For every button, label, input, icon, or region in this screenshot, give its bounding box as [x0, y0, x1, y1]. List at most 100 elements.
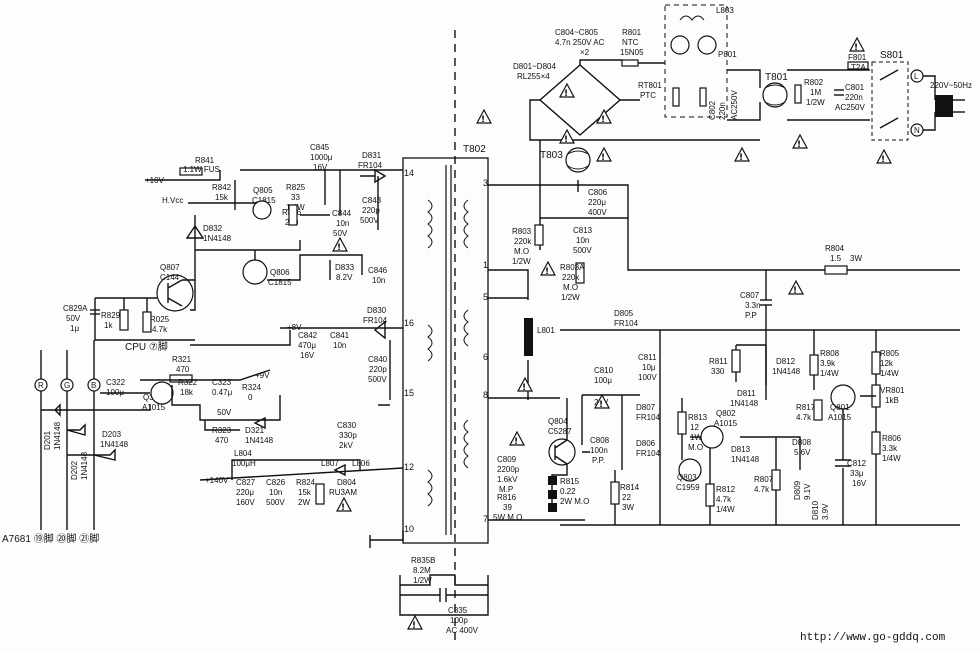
pin-10: 10: [404, 524, 414, 534]
q807-value: C144: [160, 273, 180, 282]
rt801-type: PTC: [640, 91, 656, 100]
d808-value: 5.6V: [794, 448, 811, 457]
r804-resistor: [824, 265, 848, 275]
r805-label: R805: [880, 349, 900, 358]
c830-voltage: 2kV: [339, 441, 353, 450]
r025-label: R025: [150, 315, 170, 324]
f801-fuse: [847, 61, 869, 70]
mains-input-section: L803 P801 C804~C805 4.7n 250V AC ×2 R801…: [513, 4, 972, 141]
r-label: R: [38, 381, 44, 390]
c826-value: 10n: [269, 488, 282, 497]
c835-label: C835: [448, 606, 468, 615]
d812-value: 1N4148: [772, 367, 801, 376]
r816-watt: 5W M.O: [493, 513, 522, 522]
rt801-label: RT801: [638, 81, 662, 90]
c845-voltage: 16V: [313, 163, 328, 172]
d833-label: D833: [335, 263, 355, 272]
control-section: L801 D805 FR104 C811 10μ 100V C810 100μ …: [488, 269, 960, 526]
r816-label: R816: [497, 493, 517, 502]
d811-value: 1N4148: [730, 399, 759, 408]
r808-resistor: [809, 354, 819, 376]
d805-value: FR104: [614, 319, 639, 328]
svg-text:!: !: [601, 115, 605, 125]
c827-voltage: 160V: [236, 498, 255, 507]
c809-value: 2200p: [497, 465, 520, 474]
vr801-label: VR801: [880, 386, 905, 395]
c811-voltage: 100V: [638, 373, 657, 382]
mains-plug: [935, 95, 953, 117]
svg-text:!: !: [564, 135, 568, 145]
c840-voltage: 500V: [368, 375, 387, 384]
svg-text:!: !: [412, 621, 416, 631]
r842-label: R842: [212, 183, 232, 192]
r322-label: R322: [178, 378, 198, 387]
r321-resistor: [169, 374, 193, 383]
svg-text:!: !: [854, 43, 858, 53]
r816-value: 39: [503, 503, 512, 512]
l803-label: L803: [716, 6, 734, 15]
c813-value: 10n: [576, 236, 589, 245]
r807-resistor: [771, 469, 781, 491]
l801-inductor: [524, 318, 533, 356]
svg-text:!: !: [564, 89, 568, 99]
bridge-rectifier: [538, 64, 622, 136]
c835-voltage: AC 400V: [446, 626, 479, 635]
r808-watt: 1/4W: [820, 369, 839, 378]
r323-value: 470: [215, 436, 229, 445]
r811-value: 330: [711, 367, 725, 376]
r817-value: 4.7k: [796, 413, 812, 422]
c812-voltage: 16V: [852, 479, 867, 488]
c806-value: 220μ: [588, 198, 606, 207]
c807-type: P.P: [745, 311, 757, 320]
r322-value: 18k: [180, 388, 194, 397]
r803a-type: M.O: [563, 283, 578, 292]
c812-label: C812: [847, 459, 867, 468]
d807-label: D807: [636, 403, 656, 412]
c801-value: 220n: [845, 93, 863, 102]
pin-8: 8: [483, 390, 488, 400]
d831-value: FR104: [358, 161, 383, 170]
r808-value: 3.9k: [820, 359, 836, 368]
c846-value: 10n: [372, 276, 385, 285]
c812-value: 33μ: [850, 469, 864, 478]
q805-transistor: [252, 200, 272, 220]
d830-label: D830: [367, 306, 387, 315]
c804-c805-qty: ×2: [580, 48, 590, 57]
d832-label: D832: [203, 224, 223, 233]
c807-value: 3.3n: [745, 301, 761, 310]
c841-value: 10n: [333, 341, 346, 350]
r802-watt: 1/2W: [806, 98, 825, 107]
primary-section: T803 C806 220μ 400V C813 10n 500V R803 2…: [488, 140, 960, 400]
svg-text:!: !: [337, 243, 341, 253]
pin-7: 7: [483, 514, 488, 524]
r812-watt: 1/4W: [716, 505, 735, 514]
q806-label: Q806: [270, 268, 290, 277]
d201-label: D201: [43, 430, 52, 450]
g-label: G: [64, 381, 70, 390]
vr801-value: 1kB: [885, 396, 899, 405]
pin-12: 12: [404, 462, 414, 472]
r804-label: R804: [825, 244, 845, 253]
c802-value: 220n: [718, 102, 727, 120]
c844-voltage: 50V: [333, 229, 348, 238]
c809-voltage: 1.6kV: [497, 475, 518, 484]
r025-value: 4.7k: [152, 325, 168, 334]
d833-value: 8.2V: [336, 273, 353, 282]
c804-c805-value: 4.7n 250V AC: [555, 38, 605, 47]
q805-label: Q805: [253, 186, 273, 195]
f801-value: T2A: [851, 63, 866, 72]
c813-voltage: 500V: [573, 246, 592, 255]
r806-watt: 1/4W: [882, 454, 901, 463]
c844-label: C844: [332, 209, 352, 218]
r324-value: 0: [248, 393, 253, 402]
r817-label: R817: [796, 403, 816, 412]
cpu-pin7-label: CPU ⑦脚: [125, 340, 168, 353]
r814-resistor: [610, 481, 620, 505]
pin-1: 1: [483, 260, 488, 270]
d804-label: D804: [337, 478, 357, 487]
c845-label: C845: [310, 143, 330, 152]
r801-value: 15N05: [620, 48, 644, 57]
c808-label: C808: [590, 436, 610, 445]
d806-label: D806: [636, 439, 656, 448]
c826-voltage: 500V: [266, 498, 285, 507]
